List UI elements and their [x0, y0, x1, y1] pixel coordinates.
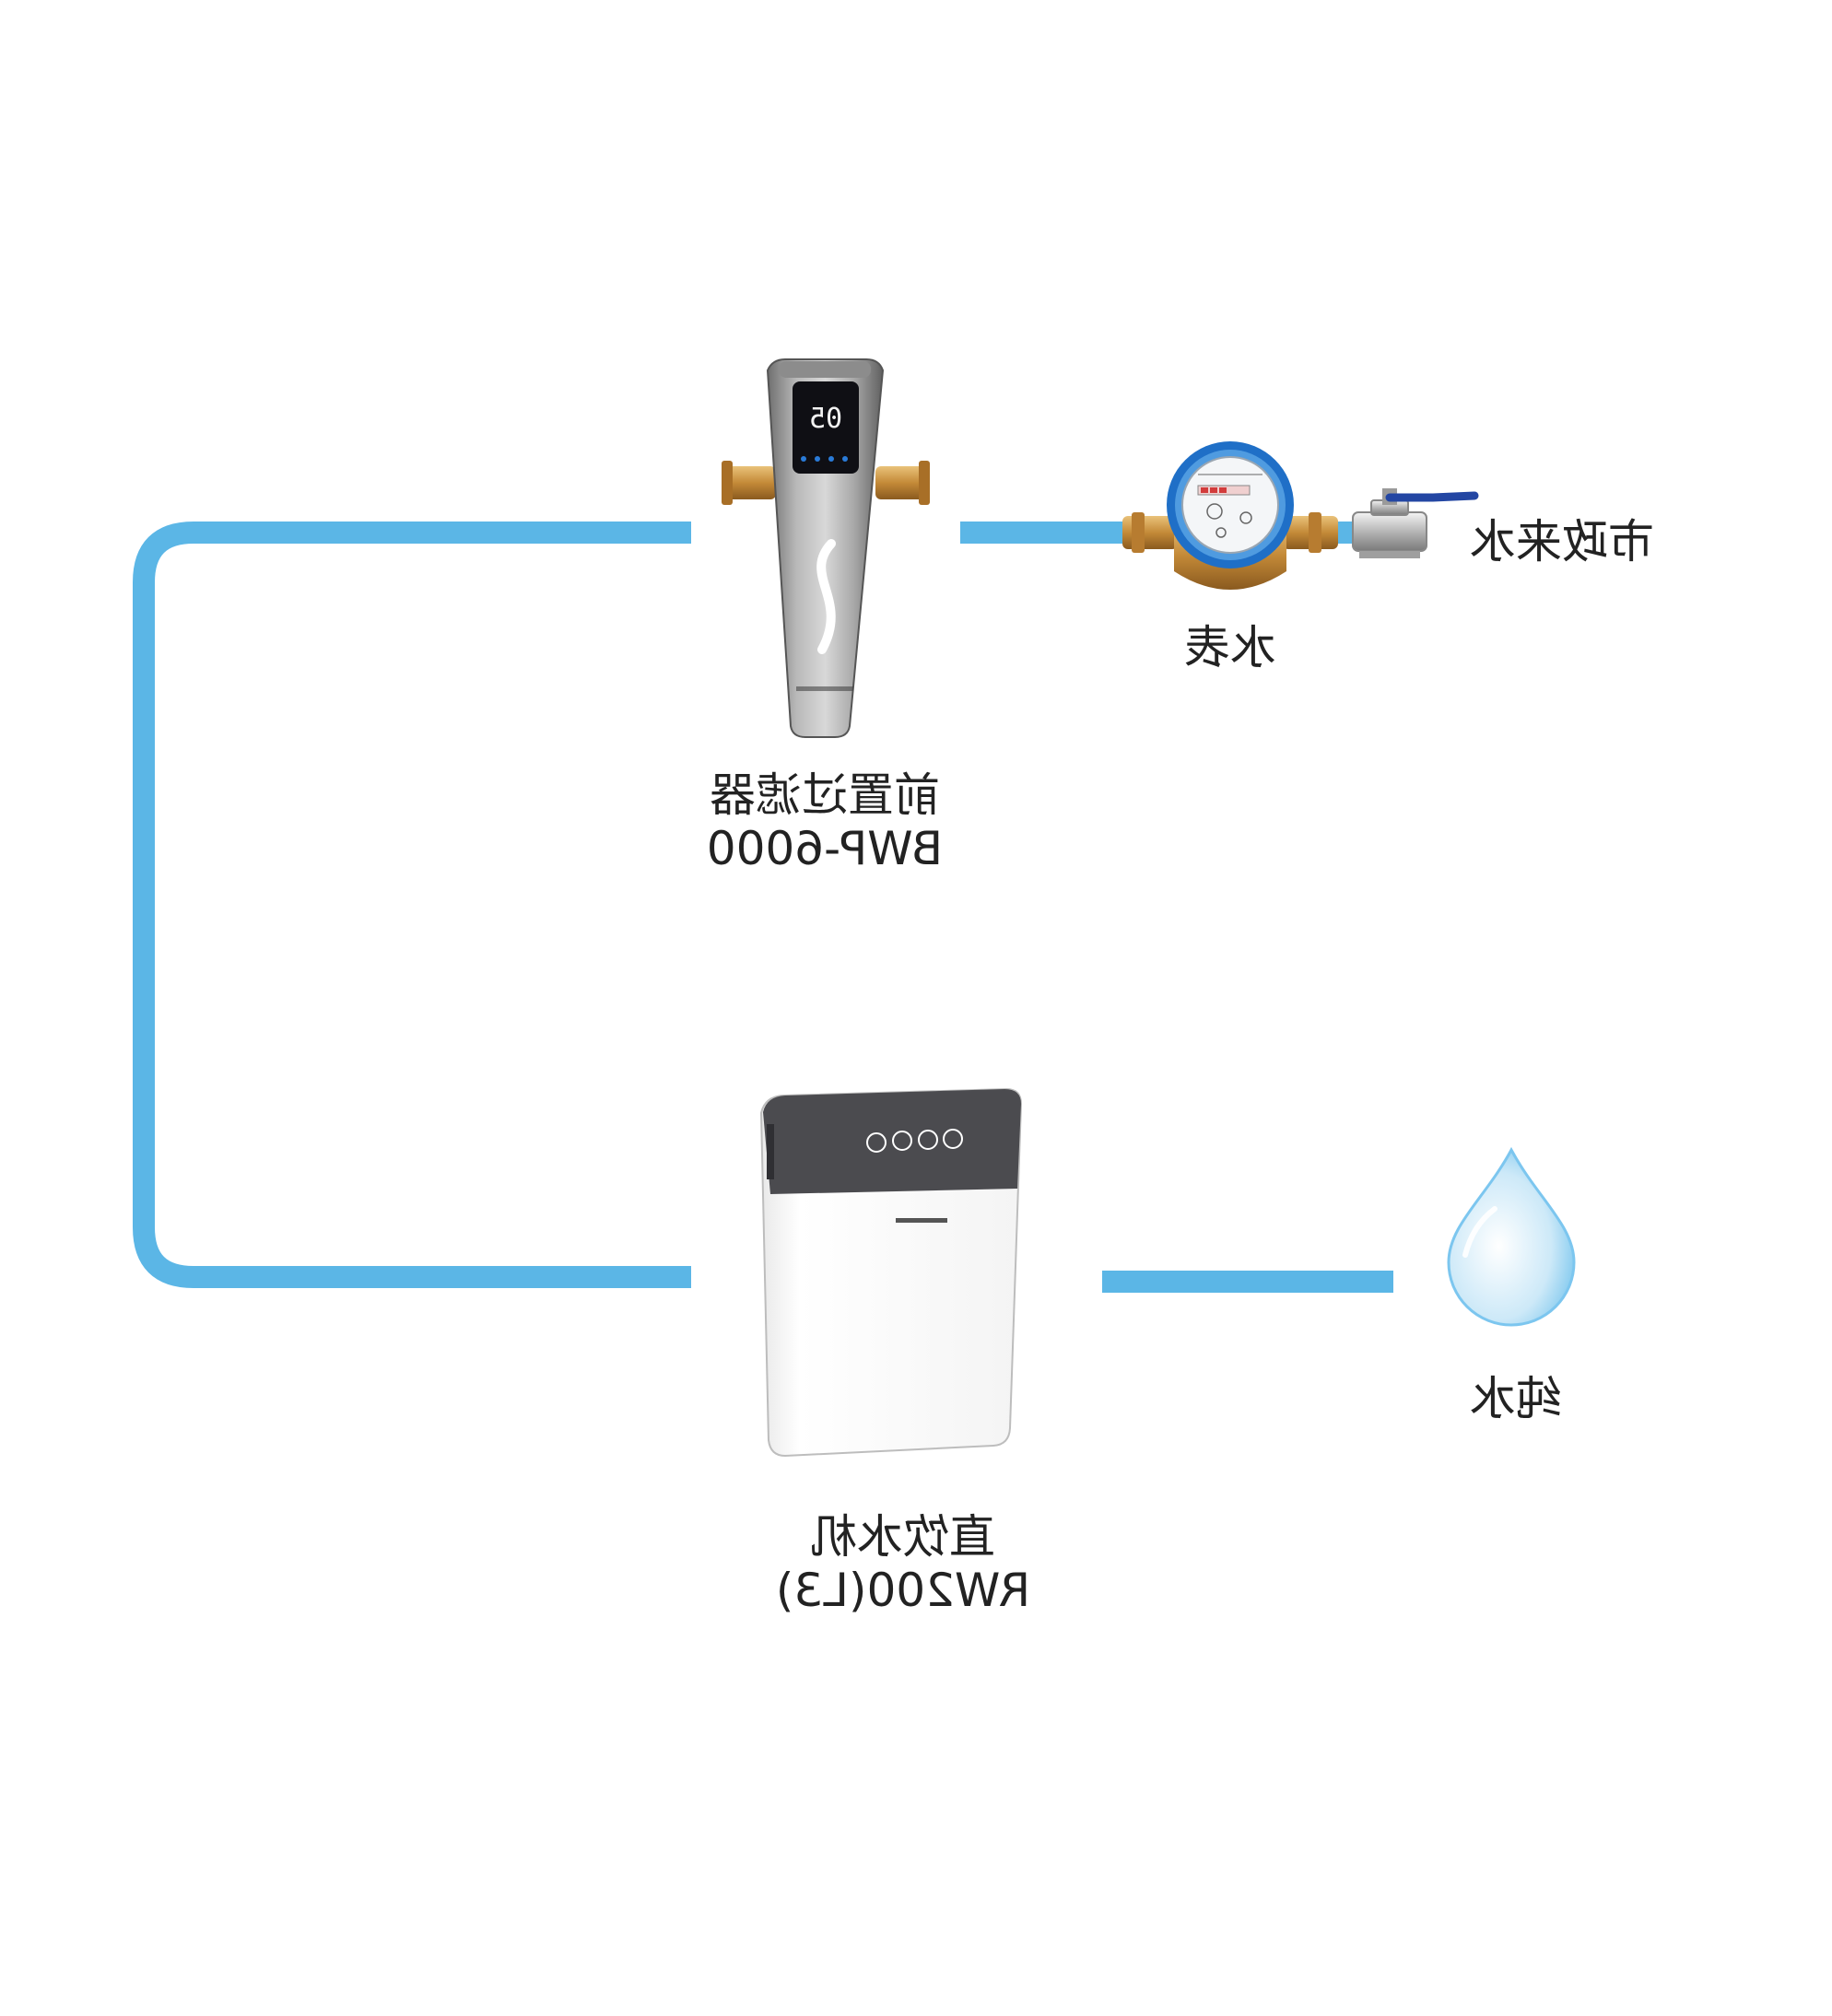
ball-valve-icon: [1352, 488, 1479, 558]
pre-filter-model: BWP-6000: [706, 821, 944, 875]
water-purifier-icon: [759, 1087, 1023, 1458]
purifier-name: 直饮水机: [811, 1510, 995, 1564]
water-meter-icon: [1122, 441, 1338, 590]
filter-display: 05: [809, 403, 842, 435]
pre-filter-label: 前置过滤器 BWP-6000: [700, 768, 949, 875]
pipe-filter-to-purifier: [133, 522, 691, 1288]
purifier-model: RW200(L3): [775, 1563, 1031, 1617]
pre-filter-icon: 05: [722, 358, 930, 738]
water-drop-icon: [1447, 1146, 1576, 1327]
municipal-water-label: 市政来水: [1470, 515, 1654, 568]
pre-filter-name: 前置过滤器: [710, 768, 940, 822]
pure-water-label: 纯水: [1470, 1372, 1562, 1425]
purifier-label: 直饮水机 RW200(L3): [774, 1510, 1032, 1617]
water-meter-label: 水表: [1184, 621, 1276, 674]
